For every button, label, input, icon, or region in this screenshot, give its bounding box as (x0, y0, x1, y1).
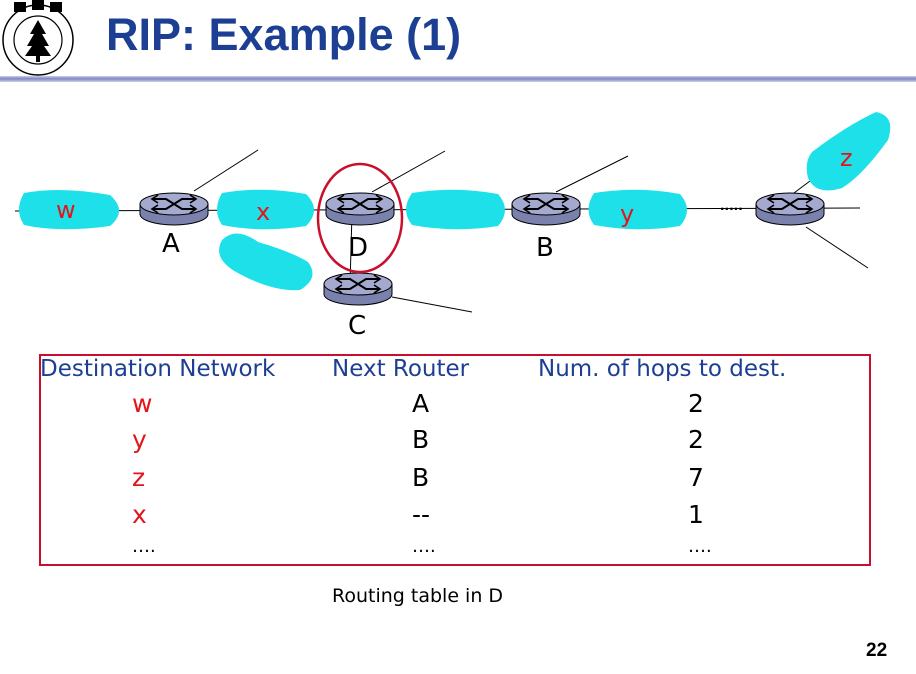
network-blobs (19, 112, 891, 291)
table-row-5-next: …. (412, 536, 436, 557)
router-labels: A D B C (162, 229, 554, 341)
table-row-2-dest: y (132, 425, 147, 454)
network-label-y: y (620, 200, 634, 228)
table-header-destination: Destination Network (40, 356, 276, 382)
router-c-icon (323, 272, 393, 306)
network-label-x: x (256, 198, 270, 226)
router-label-d: D (348, 233, 368, 263)
network-x-blob (217, 189, 314, 230)
router-far-icon (755, 192, 825, 226)
network-w-blob (19, 189, 119, 230)
network-labels: w x y z (56, 144, 853, 228)
table-row-4-hops: 1 (688, 500, 704, 529)
table-row-5-dest: …. (132, 536, 156, 557)
router-b-icon (511, 192, 581, 226)
table-row-3-dest: z (132, 463, 146, 492)
router-label-b: B (536, 233, 554, 263)
table-caption: Routing table in D (332, 585, 504, 607)
table-row-1-dest: w (132, 389, 153, 418)
network-ac-blob (219, 233, 313, 291)
table-row-3-next: B (412, 463, 430, 492)
table-row-5-hops: …. (688, 536, 712, 557)
router-a-icon (139, 192, 209, 226)
network-y-blob (588, 189, 687, 230)
network-links (14, 149, 869, 313)
table-row-4-next: -- (412, 500, 431, 529)
table-header-hops: Num. of hops to dest. (538, 356, 787, 382)
diagram-ellipsis: ····· (720, 202, 743, 216)
table-row-4-dest: x (132, 500, 147, 529)
table-row-2-next: B (412, 425, 430, 454)
table-row-3-hops: 7 (688, 463, 704, 492)
network-label-z: z (840, 144, 853, 172)
table-header-next-router: Next Router (332, 356, 470, 382)
router-d-icon (325, 192, 395, 226)
table-row-1-next: A (412, 389, 430, 418)
slide-title: RIP: Example (1) (106, 9, 462, 60)
university-logo (2, 0, 74, 76)
router-d-highlight (316, 162, 404, 274)
logo-seal-icon (2, 0, 74, 76)
network-db-blob (406, 189, 505, 230)
router-label-a: A (162, 229, 180, 259)
routing-table-box (39, 354, 871, 566)
table-row-1-hops: 2 (688, 389, 704, 418)
page-number: 22 (866, 640, 888, 661)
router-label-c: C (348, 311, 366, 341)
table-row-2-hops: 2 (688, 425, 704, 454)
network-label-w: w (56, 196, 76, 224)
title-divider (0, 76, 916, 82)
network-z-blob (806, 112, 891, 191)
